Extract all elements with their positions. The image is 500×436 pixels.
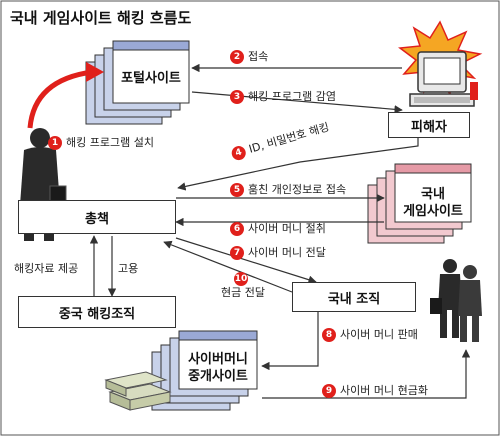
china-org-label: 중국 해킹조직 [58, 306, 136, 322]
side-label-right: 고용 [118, 262, 139, 275]
step-9-badge: 9 [322, 384, 336, 398]
step-6-badge: 6 [230, 222, 244, 236]
domestic-org-box: 국내 조직 [292, 282, 416, 312]
computer-burst-icon [398, 20, 483, 107]
victim-label: 피해자 [411, 119, 447, 135]
victim-box: 피해자 [388, 112, 470, 138]
broker-label-1: 사이버머니 [188, 351, 248, 367]
game-site-label-1: 국내 [421, 186, 445, 202]
portal-card-stack [85, 40, 190, 125]
broker-card-stack [151, 330, 258, 411]
boss-label: 총책 [85, 211, 109, 227]
step-5-badge: 5 [230, 183, 244, 197]
broker-label-2: 중개사이트 [188, 368, 248, 384]
domestic-org-label: 국내 조직 [327, 291, 381, 307]
cash-stack-icon [104, 371, 172, 411]
step-7-badge: 7 [230, 246, 244, 260]
step-8-badge: 8 [322, 328, 336, 342]
step-3-badge: 3 [230, 90, 244, 104]
businessmen-icon [430, 259, 482, 342]
game-site-card-stack [367, 163, 472, 244]
portal-label: 포털사이트 [121, 70, 181, 86]
install-curve-arrowhead [86, 62, 104, 82]
step-1-badge: 1 [48, 136, 62, 150]
install-curve-arrow [27, 69, 93, 129]
game-site-label-2: 게임사이트 [403, 203, 463, 219]
page-title: 국내 게임사이트 해킹 흐름도 [10, 9, 192, 27]
side-label-left: 해킹자료 제공 [14, 262, 79, 275]
boss-box: 총책 [18, 200, 176, 234]
step-2-badge: 2 [230, 50, 244, 64]
china-org-box: 중국 해킹조직 [18, 296, 176, 328]
step-10-badge: 10 [234, 272, 248, 286]
